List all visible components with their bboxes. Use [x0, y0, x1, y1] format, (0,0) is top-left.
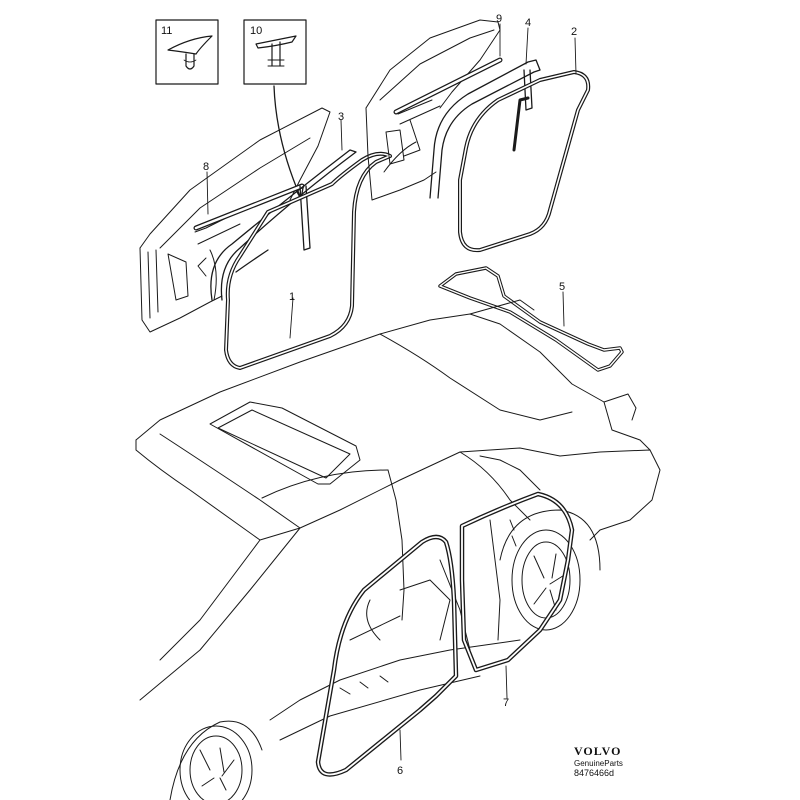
front-glass-run-3	[210, 149, 357, 301]
callout-2: 2	[571, 26, 577, 38]
callout-labels: 1 2 3 4 5 6 7 8 9 10 11	[161, 13, 577, 777]
sunroof	[209, 401, 361, 485]
trunk-seal-5	[438, 266, 624, 372]
brand-block: VOLVO GenuineParts 8476466d	[574, 744, 654, 778]
detail-box-10	[243, 19, 307, 85]
pointer-arrow	[273, 85, 301, 197]
detail-box-11	[155, 19, 219, 85]
callout-9: 9	[496, 13, 502, 25]
rear-door	[365, 19, 501, 201]
rear-door-seal-2	[458, 70, 591, 253]
callout-7: 7	[503, 697, 509, 709]
front-door-seal-1	[224, 151, 392, 370]
front-opening-seal-6	[315, 534, 459, 777]
callout-6: 6	[397, 765, 403, 777]
rear-belt-strip-9	[393, 57, 503, 115]
callout-4: 4	[525, 17, 531, 29]
diagram-code: 8476466d	[574, 768, 615, 778]
rear-opening-seal-7	[459, 491, 575, 673]
front-belt-strip-8	[193, 183, 305, 231]
callout-8: 8	[203, 161, 209, 173]
callout-5: 5	[559, 281, 565, 293]
callout-10: 10	[250, 25, 262, 37]
rear-glass-run-4	[429, 59, 541, 199]
brand-subtitle: GenuineParts	[574, 759, 623, 768]
callout-1: 1	[289, 291, 295, 303]
leader-lines	[206, 23, 577, 761]
callout-11: 11	[161, 25, 172, 37]
callout-3: 3	[338, 111, 344, 123]
car-body	[135, 299, 661, 800]
brand-name: VOLVO	[574, 744, 622, 758]
